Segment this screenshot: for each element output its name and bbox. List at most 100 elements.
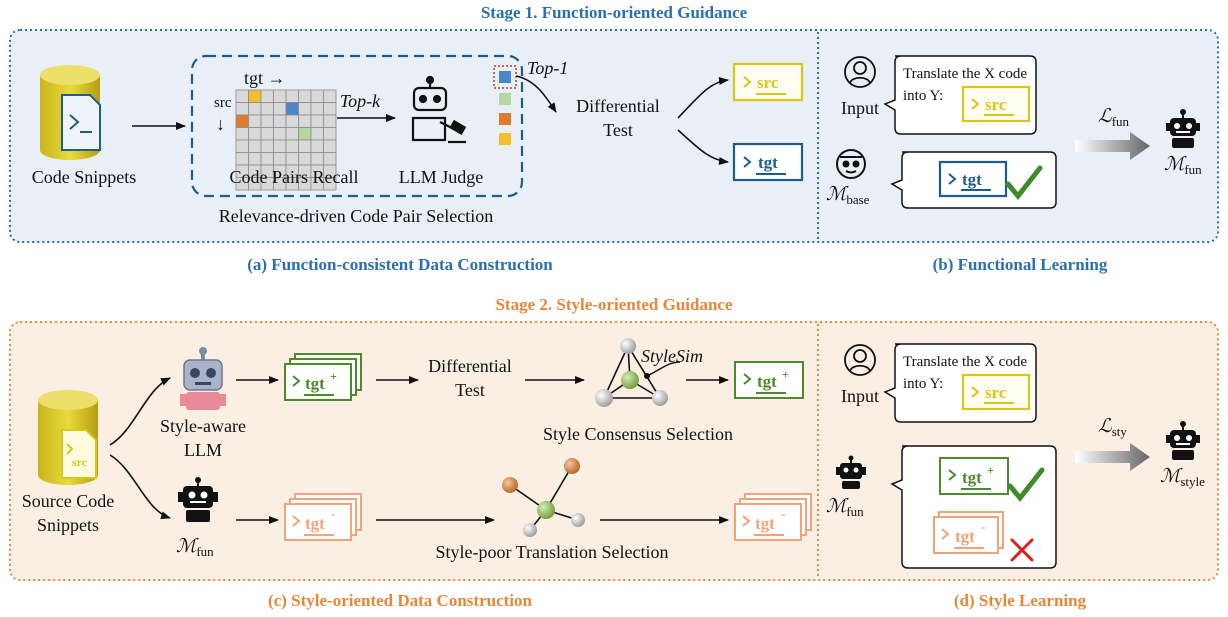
grid-cell	[323, 177, 337, 191]
top-k-label: Top-k	[340, 91, 381, 111]
style-poor-molecule	[502, 458, 585, 537]
svg-text:tgt: tgt	[962, 468, 982, 487]
tgt-box-b: tgt	[938, 160, 1008, 198]
svg-text:src: src	[757, 73, 779, 92]
svg-text:+: +	[987, 463, 994, 477]
style-aware-llm-icon	[180, 347, 226, 410]
grid-cell	[323, 139, 337, 153]
stylesim-label: StyleSim	[641, 346, 703, 366]
code-snippets-icon	[40, 65, 101, 160]
source-label-1: Source Code	[22, 491, 114, 511]
arrow-source-styleaware	[109, 377, 171, 446]
svg-text:tgt: tgt	[955, 527, 975, 546]
tgt-minus-box-d: tgt -	[933, 511, 1004, 554]
grid-cell	[323, 127, 337, 141]
svg-text:+: +	[782, 367, 789, 381]
grid-cell	[310, 114, 324, 128]
top-1-label: Top-1	[527, 58, 568, 78]
svg-text:tgt: tgt	[755, 514, 775, 533]
grid-cell	[285, 114, 299, 128]
grid-cell	[298, 139, 312, 153]
grid-cell	[260, 139, 274, 153]
svg-text:src: src	[985, 383, 1007, 402]
grid-cell	[273, 114, 287, 128]
prompt-line2-b: into Y:	[903, 88, 943, 104]
source-snippets-icon: src	[38, 390, 98, 485]
differential-label-c1: Differential	[428, 356, 512, 376]
src-axis-arrow: ↓	[216, 114, 225, 134]
user-icon-1	[844, 56, 876, 88]
arrow-source-mfun	[109, 454, 171, 520]
llm-judge-icon	[411, 75, 467, 144]
grid-cell	[298, 127, 312, 141]
grid-cell	[235, 102, 249, 116]
code-pairs-recall-label: Code Pairs Recall	[230, 167, 359, 187]
poor-label: Style-poor Translation Selection	[436, 542, 669, 562]
arrow-top1-test	[515, 75, 557, 113]
grid-cell	[235, 139, 249, 153]
svg-text:tgt: tgt	[758, 153, 778, 172]
check-icon-b	[1005, 165, 1043, 200]
mfun-label-c: ℳfun	[176, 536, 214, 559]
src-axis-label: src	[214, 95, 232, 111]
user-icon-2	[844, 344, 876, 376]
grid-cell	[310, 127, 324, 141]
src-output-box: src	[732, 62, 804, 102]
stage1-title: Stage 1. Function-oriented Guidance	[481, 3, 748, 22]
model-base-label: ℳbase	[826, 184, 870, 207]
mfun-robot-icon	[178, 477, 218, 522]
prompt-line2-d: into Y:	[903, 376, 943, 392]
grid-cell	[310, 102, 324, 116]
style-aware-label-2: LLM	[184, 440, 222, 460]
grid-cell	[273, 152, 287, 166]
grid-cell	[285, 89, 299, 103]
model-style-label: ℳstyle	[1160, 466, 1205, 489]
grid-cell	[235, 89, 249, 103]
svg-text:tgt: tgt	[305, 374, 325, 393]
svg-text:src: src	[985, 95, 1007, 114]
svg-text:-: -	[781, 506, 785, 521]
differential-label-c2: Test	[455, 380, 485, 400]
grid-cell	[323, 114, 337, 128]
caption-d: (d) Style Learning	[954, 591, 1087, 610]
grid-cell	[285, 102, 299, 116]
stage2-title: Stage 2. Style-oriented Guidance	[495, 295, 732, 314]
grid-cell	[310, 139, 324, 153]
grid-cell	[260, 127, 274, 141]
tgt-output-box: tgt	[732, 142, 804, 182]
grid-cell	[323, 89, 337, 103]
code-snippets-label: Code Snippets	[32, 167, 137, 187]
prompt-line1-d: Translate the X code	[903, 354, 1027, 370]
grid-cell	[273, 89, 287, 103]
rank-4	[499, 133, 511, 145]
rank-3	[499, 113, 511, 125]
svg-text:tgt: tgt	[757, 372, 777, 391]
tgt-axis-label: tgt →	[244, 68, 286, 88]
svg-text:tgt: tgt	[305, 514, 325, 533]
base-model-icon	[836, 149, 866, 179]
src-box-b: src	[961, 85, 1031, 123]
src-box-d: src	[961, 373, 1031, 411]
grid-cell	[298, 114, 312, 128]
grid-cell	[323, 102, 337, 116]
grid-cell	[285, 127, 299, 141]
caption-c: (c) Style-oriented Data Construction	[268, 591, 532, 610]
learning-arrow-d	[1075, 443, 1150, 471]
tgt-plus-output: tgt +	[734, 361, 804, 399]
caption-b: (b) Functional Learning	[933, 255, 1108, 274]
grid-cell	[248, 89, 262, 103]
grid-cell	[323, 152, 337, 166]
grid-cell	[248, 127, 262, 141]
style-aware-label-1: Style-aware	[160, 416, 246, 436]
code-pairs-grid	[235, 89, 337, 191]
fun-model-robot-icon	[1166, 109, 1200, 148]
grid-cell	[260, 89, 274, 103]
loss-fun-label: ℒfun	[1098, 106, 1130, 129]
mfun-robot-icon-d	[836, 455, 866, 489]
grid-cell	[285, 139, 299, 153]
prompt-line1-b: Translate the X code	[903, 66, 1027, 82]
tgt-plus-box-d: tgt +	[939, 457, 1009, 495]
learning-arrow-b	[1075, 132, 1150, 160]
cross-icon-d	[1010, 538, 1034, 562]
differential-test-label-1: Differential	[576, 96, 660, 116]
